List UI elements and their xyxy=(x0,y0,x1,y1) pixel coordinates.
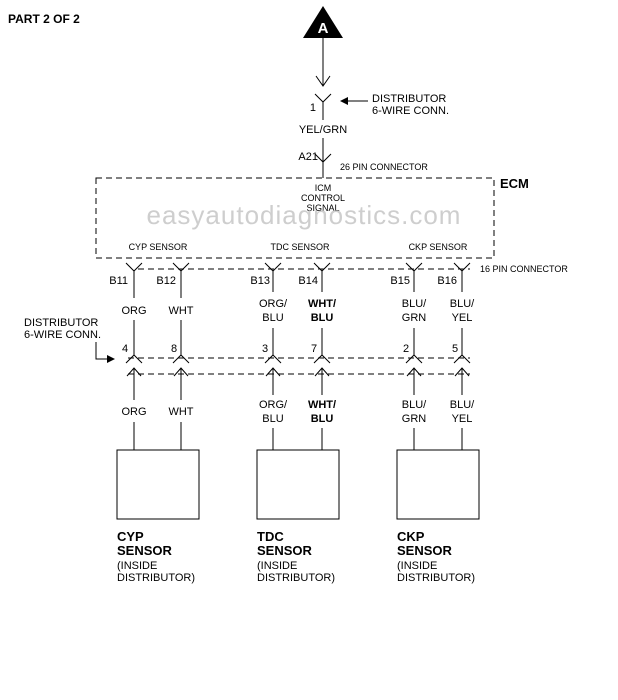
upper-wire-blu-grn-2: GRN xyxy=(402,312,427,324)
pointer-arrow-icon xyxy=(340,97,348,105)
connector-fork-icon xyxy=(172,354,190,364)
connector-fork-icon xyxy=(264,262,282,272)
arrow-down-icon xyxy=(315,75,331,87)
watermark: easyautodiagnostics.com xyxy=(147,200,462,230)
lower-wire-wht-blu-2: BLU xyxy=(311,413,334,425)
tdc-sensor-name-1: TDC xyxy=(257,529,284,544)
distributor-pin-forks xyxy=(125,354,471,364)
tdc-sensor-note-2: DISTRIBUTOR) xyxy=(257,572,335,584)
upper-wire-wht: WHT xyxy=(168,305,193,317)
pointer-arrow-icon xyxy=(107,355,115,363)
upper-wire-org-blu-1: ORG/ xyxy=(259,298,288,310)
ckp-sensor-note-2: DISTRIBUTOR) xyxy=(397,572,475,584)
ecm-pin-a21: A21 xyxy=(298,151,318,163)
distributor-label-lower-2: 6-WIRE CONN. xyxy=(24,329,101,341)
connector-fork-icon xyxy=(313,354,331,364)
ecm-pin-b12: B12 xyxy=(156,275,176,287)
ckp-sensor-box xyxy=(396,449,480,520)
connector-fork-icon xyxy=(125,262,143,272)
connector-fork-icon xyxy=(313,262,331,272)
upper-wire-blu-yel-2: YEL xyxy=(452,312,473,324)
upper-wire-wht-blu-1: WHT/ xyxy=(308,298,336,310)
cyp-sensor-note-1: (INSIDE xyxy=(117,560,157,572)
part-label: PART 2 OF 2 xyxy=(8,12,80,26)
ecm-sensor-ckp: CKP SENSOR xyxy=(409,242,468,252)
ecm-sensor-tdc: TDC SENSOR xyxy=(270,242,330,252)
lower-wire-blu-yel-2: YEL xyxy=(452,413,473,425)
distributor-pin-2: 2 xyxy=(403,343,409,355)
ecm-box xyxy=(95,177,495,259)
lower-wire-blu-yel-1: BLU/ xyxy=(450,399,475,411)
ckp-sensor-note-1: (INSIDE xyxy=(397,560,437,572)
pin-1-label: 1 xyxy=(310,102,316,114)
upper-wire-blu-grn-1: BLU/ xyxy=(402,298,427,310)
tdc-sensor-box xyxy=(256,449,340,520)
ecm-pin-b13: B13 xyxy=(250,275,270,287)
ckp-sensor-name-1: CKP xyxy=(397,529,425,544)
upper-wire-org-blu-2: BLU xyxy=(262,312,283,324)
ecm-pin-group xyxy=(125,262,471,272)
distributor-pin-7: 7 xyxy=(311,343,317,355)
distributor-label-top-2: 6-WIRE CONN. xyxy=(372,105,449,117)
ecm-pin-b11: B11 xyxy=(109,275,128,287)
ecm-signal-1: ICM xyxy=(315,183,332,193)
ckp-sensor-name-2: SENSOR xyxy=(397,543,453,558)
triangle-icon xyxy=(303,6,343,38)
distributor-pin-8: 8 xyxy=(171,343,177,355)
connector-fork-icon xyxy=(172,262,190,272)
upper-wire-wht-blu-2: BLU xyxy=(311,312,334,324)
lower-wire-org-blu-1: ORG/ xyxy=(259,399,288,411)
lower-wire-blu-grn-2: GRN xyxy=(402,413,427,425)
tdc-sensor-name-2: SENSOR xyxy=(257,543,313,558)
ecm-pin-b14: B14 xyxy=(298,275,318,287)
lower-wire-segments xyxy=(126,367,470,450)
lower-wire-org: ORG xyxy=(121,406,146,418)
lower-wire-blu-grn-1: BLU/ xyxy=(402,399,427,411)
ecm-signal-3: SIGNAL xyxy=(306,203,339,213)
cyp-sensor-name-2: SENSOR xyxy=(117,543,173,558)
reference-marker-a: A xyxy=(303,6,343,38)
connector-fork-icon xyxy=(453,262,471,272)
upper-wire-org: ORG xyxy=(121,305,146,317)
ecm-pin-b15: B15 xyxy=(390,275,410,287)
connector-fork-icon xyxy=(405,354,423,364)
upper-wire-segments xyxy=(133,271,463,355)
connector-fork-icon xyxy=(314,93,332,103)
marker-letter: A xyxy=(318,20,329,37)
ecm-16-pin-connector: 16 PIN CONNECTOR xyxy=(480,264,568,274)
upper-wire-blu-yel-1: BLU/ xyxy=(450,298,475,310)
ecm-title: ECM xyxy=(500,176,529,191)
connector-fork-icon xyxy=(264,354,282,364)
distributor-label-lower-1: DISTRIBUTOR xyxy=(24,317,98,329)
connector-fork-icon xyxy=(405,262,423,272)
pointer-line xyxy=(95,342,108,360)
ecm-pin-b16: B16 xyxy=(437,275,457,287)
ecm-signal-2: CONTROL xyxy=(301,193,345,203)
ecm-26-pin-connector: 26 PIN CONNECTOR xyxy=(340,162,428,172)
wire-color-yel-grn: YEL/GRN xyxy=(299,124,347,136)
distributor-pin-3: 3 xyxy=(262,343,268,355)
cyp-sensor-box xyxy=(116,449,200,520)
distributor-label-top-1: DISTRIBUTOR xyxy=(372,93,446,105)
connector-fork-icon xyxy=(125,354,143,364)
distributor-pin-4: 4 xyxy=(122,343,128,355)
lower-wire-org-blu-2: BLU xyxy=(262,413,283,425)
cyp-sensor-name-1: CYP xyxy=(117,529,144,544)
lower-wire-wht: WHT xyxy=(168,406,193,418)
lower-wire-wht-blu-1: WHT/ xyxy=(308,399,336,411)
cyp-sensor-note-2: DISTRIBUTOR) xyxy=(117,572,195,584)
connector-fork-icon xyxy=(453,354,471,364)
ecm-sensor-cyp: CYP SENSOR xyxy=(129,242,188,252)
distributor-pin-5: 5 xyxy=(452,343,458,355)
tdc-sensor-note-1: (INSIDE xyxy=(257,560,297,572)
